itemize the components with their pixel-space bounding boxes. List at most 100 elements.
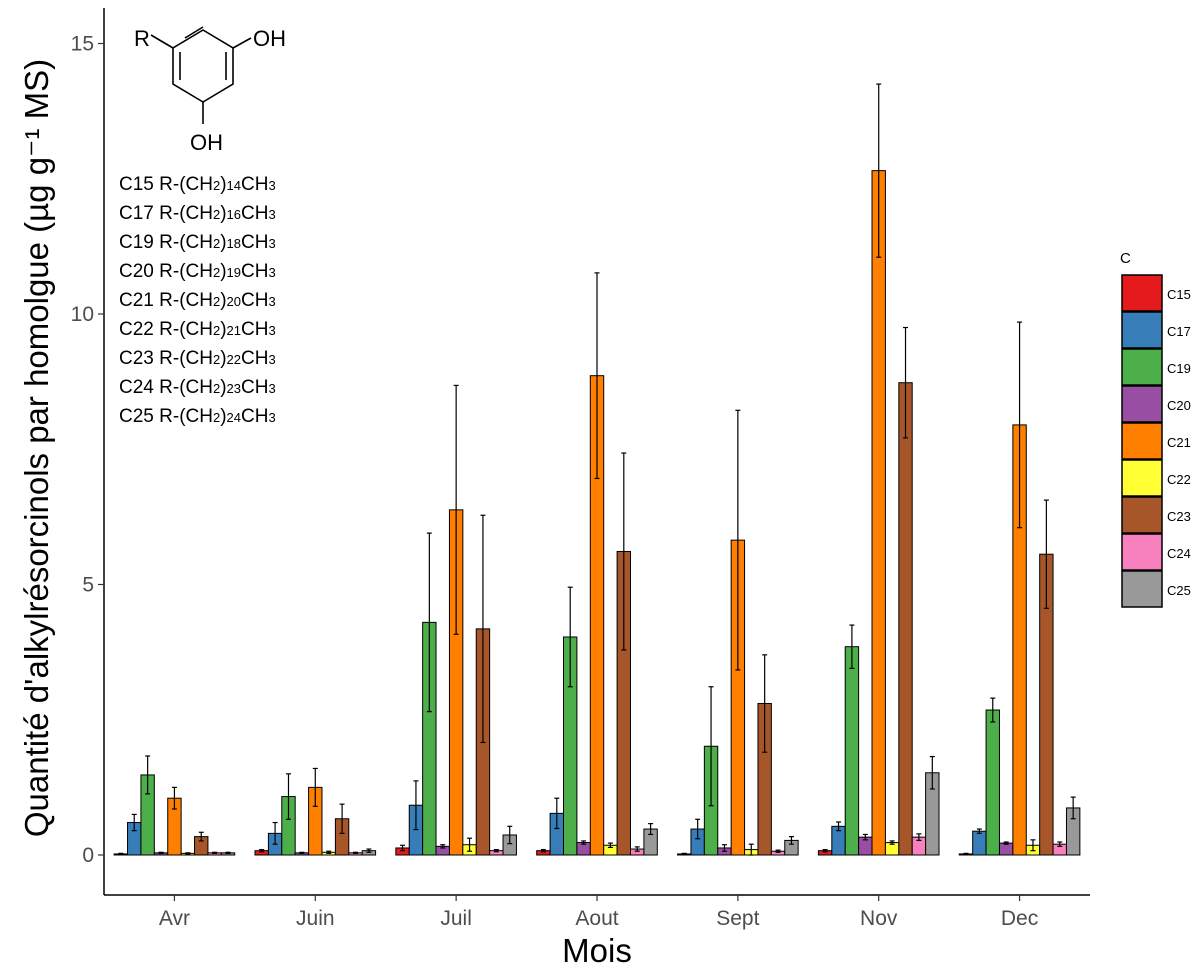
formula-part: CH — [241, 261, 268, 282]
hydroxyl-label-right: OH — [253, 26, 286, 51]
formula-c15: C15 R-(CH2)14CH3 — [119, 174, 276, 195]
benzene-ring — [172, 29, 234, 103]
formula-part: CH — [241, 174, 268, 195]
legend-swatch-c24 — [1121, 533, 1163, 571]
formula-c19: C19 R-(CH2)18CH3 — [119, 232, 276, 253]
bar-c21-nov — [871, 170, 886, 856]
formula-part: CH — [241, 377, 268, 398]
bar-c19-dec — [985, 709, 1000, 856]
formula-part: R-(CH — [159, 290, 213, 311]
formula-part: R-(CH — [159, 232, 213, 253]
y-tick-label: 15 — [71, 33, 94, 56]
formula-part: 3 — [268, 323, 275, 338]
formula-c17: C17 R-(CH2)16CH3 — [119, 203, 276, 224]
legend-swatch-c25 — [1121, 570, 1163, 608]
x-tick-label: Dec — [1001, 907, 1038, 930]
formula-part: 3 — [268, 207, 275, 222]
error-bars — [118, 83, 1076, 856]
bar-c19-nov — [844, 646, 860, 856]
formula-part: 20 — [227, 294, 241, 309]
formula-part: 3 — [268, 352, 275, 367]
formula-part: ) — [220, 290, 226, 311]
formula-part: ) — [220, 261, 226, 282]
legend-label-c19: C19 — [1167, 361, 1191, 376]
legend-label-c24: C24 — [1167, 546, 1191, 561]
formula-part: 24 — [227, 410, 241, 425]
formula-part: R-(CH — [159, 261, 213, 282]
x-axis-title: Mois — [562, 932, 632, 969]
y-tick-label: 0 — [82, 844, 94, 867]
formula-part: 2 — [213, 294, 220, 309]
x-tick-label: Sept — [716, 907, 759, 930]
formula-part: 2 — [213, 410, 220, 425]
formula-c23: C23 R-(CH2)22CH3 — [119, 348, 276, 369]
resorcinol-structure: R OH OH — [134, 26, 286, 155]
x-ticks: Avr Juin Juil Aout Sept Nov Dec — [159, 895, 1038, 930]
formula-part: C15 — [119, 174, 154, 195]
legend-label-c15: C15 — [1167, 287, 1191, 302]
x-tick-label: Nov — [860, 907, 898, 930]
formula-part: 3 — [268, 236, 275, 251]
formula-part: R-(CH — [159, 319, 213, 340]
legend-label-c22: C22 — [1167, 472, 1191, 487]
formula-part: 19 — [227, 265, 241, 280]
formula-part: R-(CH — [159, 348, 213, 369]
x-tick-label: Avr — [159, 907, 190, 930]
formula-part: 2 — [213, 381, 220, 396]
formula-part: 3 — [268, 294, 275, 309]
formula-c21: C21 R-(CH2)20CH3 — [119, 290, 276, 311]
formula-part: C19 — [119, 232, 154, 253]
formula-part: 2 — [213, 323, 220, 338]
formula-part: CH — [241, 319, 268, 340]
formula-part: ) — [220, 174, 226, 195]
formula-part: 21 — [227, 323, 241, 338]
formula-part: R-(CH — [159, 174, 213, 195]
bar-c20-dec — [998, 842, 1014, 856]
formula-part: ) — [220, 377, 226, 398]
x-tick-label: Aout — [575, 907, 618, 930]
legend-label-c21: C21 — [1167, 435, 1191, 450]
formula-part: 2 — [213, 352, 220, 367]
formula-part: 3 — [268, 265, 275, 280]
formula-part: R-(CH — [159, 203, 213, 224]
x-tick-label: Juin — [296, 907, 335, 930]
formula-part: ) — [220, 232, 226, 253]
formula-part: 3 — [268, 178, 275, 193]
formula-part: 18 — [227, 236, 241, 251]
legend-swatch-c23 — [1121, 496, 1163, 534]
legend-label-c23: C23 — [1167, 509, 1191, 524]
formula-part: R-(CH — [159, 377, 213, 398]
bar-c23-nov — [898, 382, 913, 856]
formula-part: ) — [220, 406, 226, 427]
x-tick-label: Juil — [440, 907, 472, 930]
formula-part: C24 — [119, 377, 154, 398]
oh-bond-right — [232, 37, 252, 49]
formula-c25: C25 R-(CH2)24CH3 — [119, 406, 276, 427]
legend-swatch-c22 — [1121, 459, 1163, 497]
bar-c17-dec — [972, 830, 987, 856]
formula-part: CH — [241, 348, 268, 369]
formula-c20: C20 R-(CH2)19CH3 — [119, 261, 276, 282]
formula-part: C23 — [119, 348, 154, 369]
formula-part: ) — [220, 203, 226, 224]
substituent-label: R — [134, 26, 150, 51]
formula-part: 2 — [213, 236, 220, 251]
formula-c24: C24 R-(CH2)23CH3 — [119, 377, 276, 398]
hydroxyl-label-bottom: OH — [190, 130, 223, 155]
formula-part: C25 — [119, 406, 154, 427]
formula-part: 14 — [227, 178, 241, 193]
formula-c22: C22 R-(CH2)21CH3 — [119, 319, 276, 340]
formula-part: C17 — [119, 203, 154, 224]
formula-part: 3 — [268, 381, 275, 396]
legend-swatch-c17 — [1121, 311, 1163, 349]
formula-part: R-(CH — [159, 406, 213, 427]
y-axis-title: Quantité d'alkylrésorcinols par homolgue… — [18, 59, 55, 837]
legend-label-c20: C20 — [1167, 398, 1191, 413]
formula-part: 3 — [268, 410, 275, 425]
y-tick-label: 10 — [71, 303, 94, 326]
formula-part: C21 — [119, 290, 154, 311]
formula-part: ) — [220, 348, 226, 369]
